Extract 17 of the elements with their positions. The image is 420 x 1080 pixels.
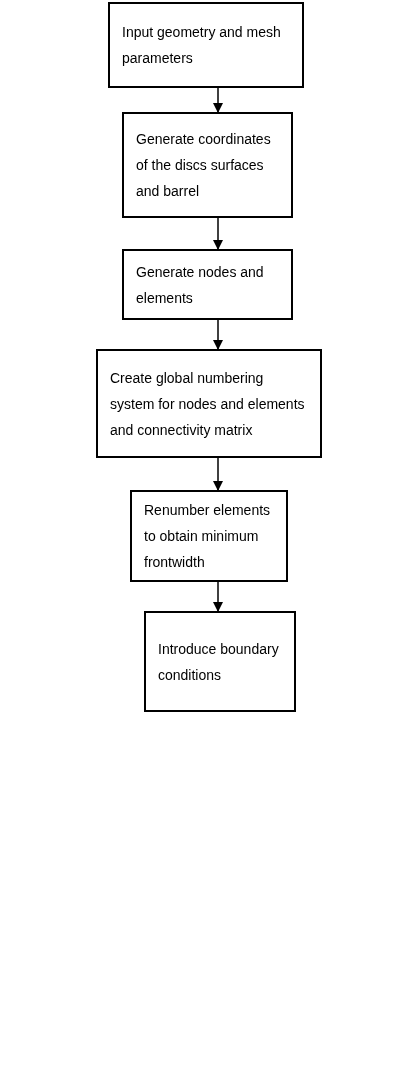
process-box <box>96 349 322 458</box>
process-box <box>122 249 293 320</box>
arrow <box>213 581 223 612</box>
box-text: Renumber elements to obtain minimum frontwidth <box>144 501 272 572</box>
process-box <box>130 490 288 582</box>
box-text: Create global numbering system for nodes and elements and connectivity matrix <box>110 368 306 440</box>
arrow <box>213 319 223 350</box>
arrow <box>213 87 223 113</box>
process-box <box>108 2 304 88</box>
box-text: Generate coordinates of the discs surfaces and barrel <box>136 130 272 201</box>
box-text: Introduce boundary conditions <box>158 639 280 685</box>
arrow <box>213 457 223 491</box>
process-box <box>122 112 293 218</box>
box-text: Input geometry and mesh parameters <box>122 23 282 68</box>
arrow <box>213 217 223 250</box>
box-text: Generate nodes and elements <box>136 262 265 308</box>
process-box <box>144 611 296 712</box>
